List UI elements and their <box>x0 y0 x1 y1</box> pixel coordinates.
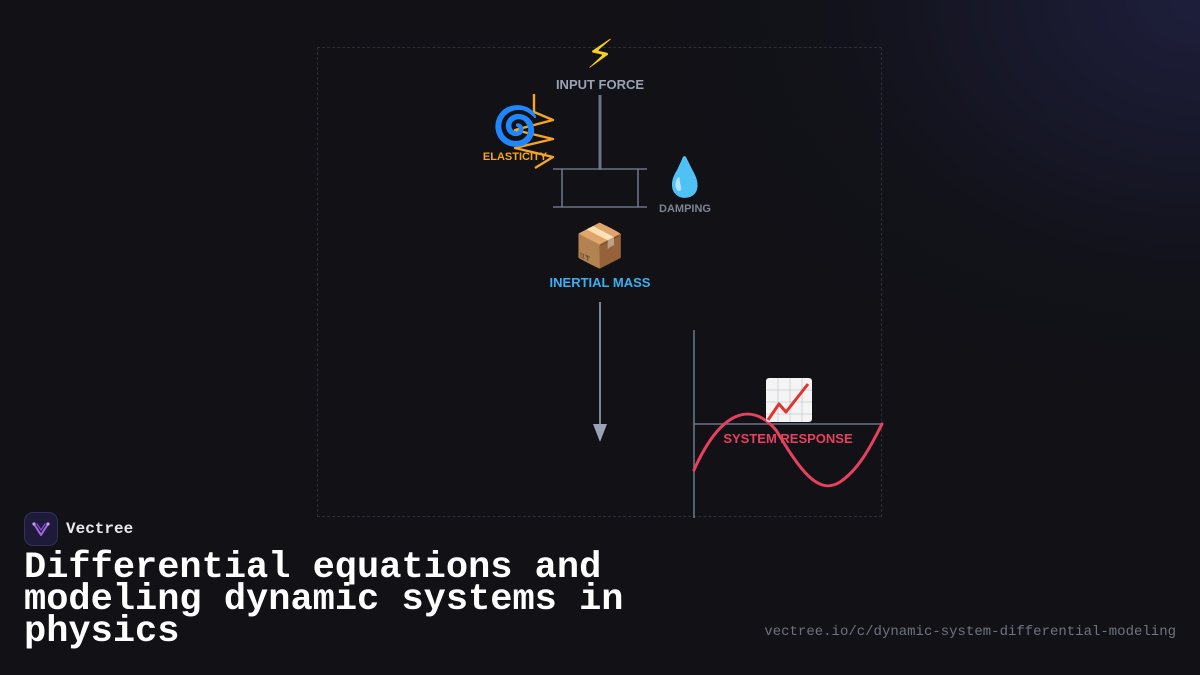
page-title: Differential equations and modeling dyna… <box>24 547 624 653</box>
diagram-frame <box>317 47 882 517</box>
input-force-label: INPUT FORCE <box>556 77 644 92</box>
elasticity-label: ELASTICITY <box>483 151 548 163</box>
lightning-icon: ⚡ <box>586 32 614 78</box>
chart-increasing-icon <box>766 378 812 422</box>
source-url: vectree.io/c/dynamic-system-differential… <box>764 624 1176 640</box>
brand: Vectree <box>24 512 133 546</box>
spiral-icon: 🌀 <box>492 103 539 148</box>
response-wave <box>692 412 884 488</box>
spring-shape <box>513 94 555 170</box>
damping-label: DAMPING <box>659 203 711 215</box>
droplet-icon: 💧 <box>661 155 708 199</box>
vectree-logo-icon <box>24 512 58 546</box>
damper-shape <box>553 168 647 208</box>
inertial-mass-label: INERTIAL MASS <box>550 275 651 290</box>
package-icon: 📦 <box>574 221 626 270</box>
brand-name: Vectree <box>66 520 134 538</box>
displacement-arrow-head <box>593 424 607 442</box>
system-response-label: SYSTEM RESPONSE <box>723 431 853 446</box>
